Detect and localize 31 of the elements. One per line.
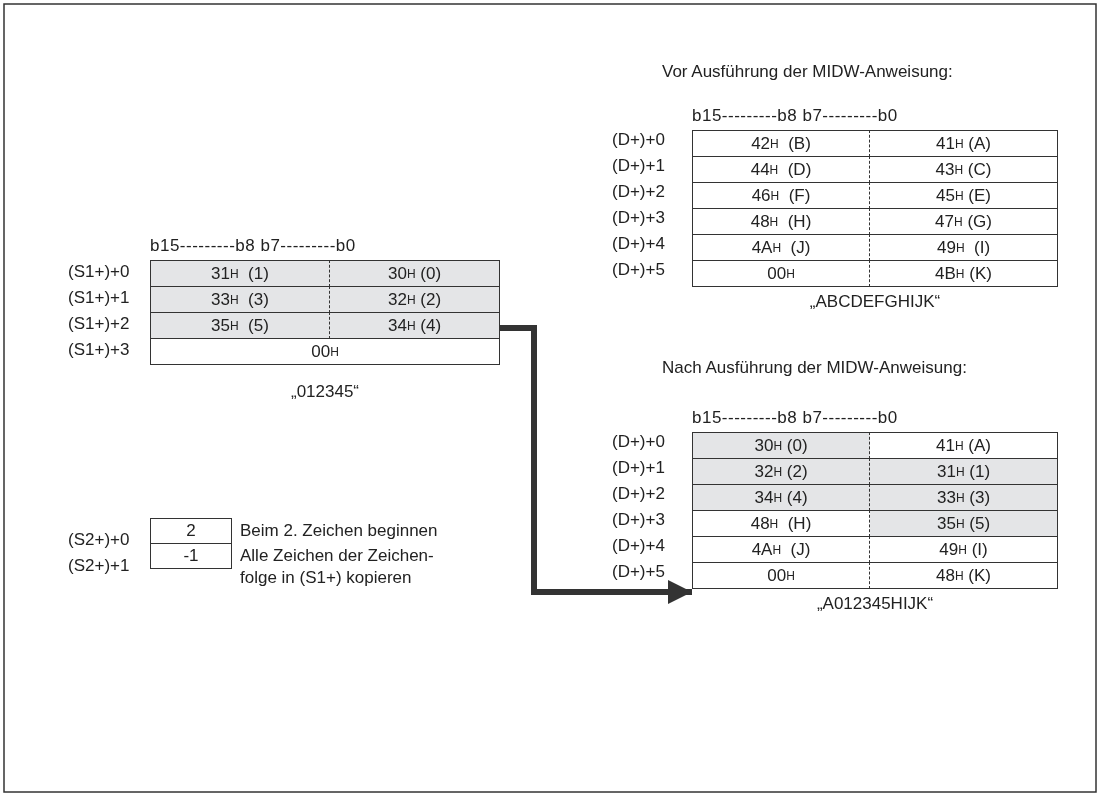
- address-label: (S2+)+0: [68, 530, 130, 550]
- address-label: (D+)+5: [612, 562, 665, 582]
- address-label: (D+)+4: [612, 234, 665, 254]
- address-label: (S1+)+3: [68, 340, 130, 360]
- address-label: (D+)+2: [612, 182, 665, 202]
- section-heading: Vor Ausführung der MIDW-Anweisung:: [662, 62, 953, 82]
- bit-range-header: b15---------b8 b7---------b0: [150, 236, 357, 256]
- memory-cell: -1: [150, 543, 232, 569]
- memory-cell: 2: [150, 518, 232, 544]
- string-caption: „ABCDEFGHIJK“: [808, 292, 942, 312]
- address-label: (D+)+4: [612, 536, 665, 556]
- address-label: (S1+)+0: [68, 262, 130, 282]
- arrow: [500, 325, 692, 604]
- address-label: (D+)+0: [612, 130, 665, 150]
- address-label: (S1+)+1: [68, 288, 130, 308]
- cell-note: Alle Zeichen der Zeichen-folge in (S1+) kopieren: [240, 545, 435, 589]
- section-heading: Nach Ausführung der MIDW-Anweisung:: [662, 358, 967, 378]
- address-label: (D+)+1: [612, 156, 665, 176]
- cell-note: Beim 2. Zeichen beginnen: [240, 520, 439, 542]
- address-label: (D+)+1: [612, 458, 665, 478]
- address-label: (D+)+2: [612, 484, 665, 504]
- string-caption: „A012345HIJK“: [815, 594, 935, 614]
- bit-range-header: b15---------b8 b7---------b0: [692, 408, 899, 428]
- string-caption: „012345“: [289, 382, 361, 402]
- address-label: (S2+)+1: [68, 556, 130, 576]
- address-label: (D+)+3: [612, 208, 665, 228]
- address-label: (S1+)+2: [68, 314, 130, 334]
- address-label: (D+)+5: [612, 260, 665, 280]
- address-label: (D+)+0: [612, 432, 665, 452]
- bit-range-header: b15---------b8 b7---------b0: [692, 106, 899, 126]
- address-label: (D+)+3: [612, 510, 665, 530]
